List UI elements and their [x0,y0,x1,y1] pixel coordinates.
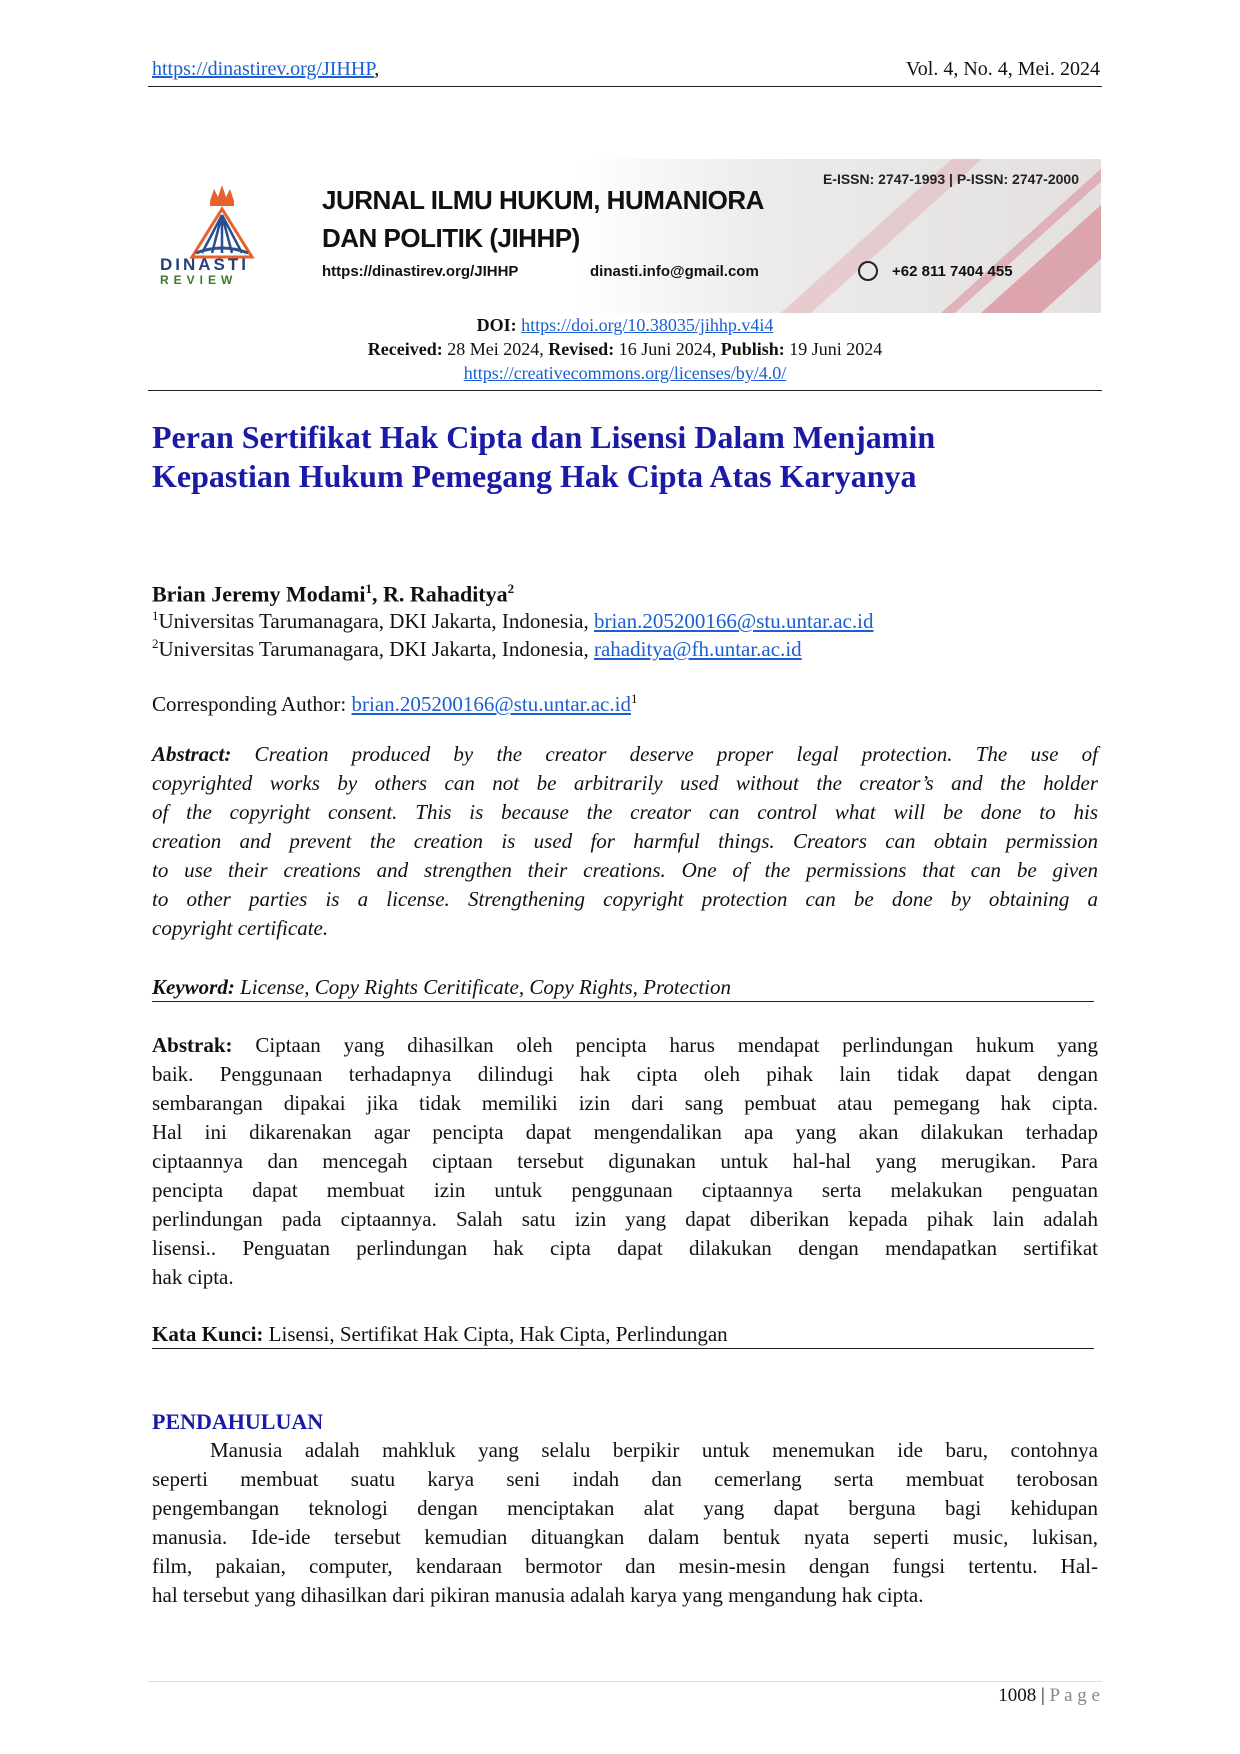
abstract-line: Abstract: Creation produced by the creat… [152,740,1098,769]
keywords-id: Kata Kunci: Lisensi, Sertifikat Hak Cipt… [152,1320,1094,1349]
corresponding-author: Corresponding Author: brian.205200166@st… [152,684,1098,719]
revised-label: Revised: [548,339,615,359]
doi-label: DOI: [476,315,517,335]
intro-line: pengembangan teknologi dengan menciptaka… [152,1496,1098,1520]
kata-kunci-label: Kata Kunci: [152,1322,264,1346]
aff1-email-link[interactable]: brian.205200166@stu.untar.ac.id [593,609,874,633]
abstract-en: Abstract: Creation produced by the creat… [152,740,1098,943]
journal-name-line1: JURNAL ILMU HUKUM, HUMANIORA [322,185,764,215]
dinasti-logo-icon [189,185,255,259]
journal-banner: DINASTI REVIEW E-ISSN: 2747-1993 | P-ISS… [152,159,1101,313]
page-number: 1008 | P a g e [998,1685,1100,1707]
received-date: 28 Mei 2024, [442,339,549,359]
aff1-sup: 1 [152,608,159,623]
keywords-en: Keyword: License, Copy Rights Ceritifica… [152,973,1094,1002]
author-list: Brian Jeremy Modami1, R. Rahaditya2 [152,574,1098,608]
abstract-line: copyright certificate. [152,916,329,940]
intro-line: Manusia adalah mahkluk yang selalu berpi… [210,1438,1098,1462]
author-2: R. Rahaditya [382,581,508,607]
abstrak-line: hak cipta. [152,1265,234,1289]
affiliation-1: 1Universitas Tarumanagara, DKI Jakarta, … [152,601,1098,636]
affiliation-2: 2Universitas Tarumanagara, DKI Jakarta, … [152,629,1098,664]
revised-date: 16 Juni 2024, [614,339,721,359]
abstract-label: Abstract: [152,742,232,766]
abstract-line: to other parties is a license. Strengthe… [152,887,1098,911]
logo-text-dinasti: DINASTI [160,255,249,274]
page-sep: | [1040,1685,1045,1706]
abstrak-text: Ciptaan yang dihasilkan oleh pencipta ha… [232,1033,1098,1057]
intro-paragraph: Manusia adalah mahkluk yang selalu berpi… [152,1436,1098,1610]
abstrak-line: pencipta dapat membuat izin untuk penggu… [152,1178,1098,1202]
abstract-line: of the copyright consent. This is becaus… [152,800,1098,824]
received-label: Received: [367,339,443,359]
publish-date: 19 Juni 2024 [784,339,883,359]
keyword-text: License, Copy Rights Ceritificate, Copy … [234,975,731,999]
journal-name: JURNAL ILMU HUKUM, HUMANIORA DAN POLITIK … [322,181,764,257]
banner-phone: +62 811 7404 455 [892,263,1013,280]
page-label: P a g e [1049,1685,1100,1706]
corr-label: Corresponding Author: [152,692,352,716]
publish-label: Publish: [720,339,785,359]
aff2-sup: 2 [152,636,159,651]
keyword-label: Keyword: [152,975,235,999]
author-1-sup: 1 [365,581,372,596]
aff1-text: Universitas Tarumanagara, DKI Jakarta, I… [158,609,594,633]
abstract-text: Creation produced by the creator deserve… [231,742,1098,766]
abstrak-id: Abstrak: Ciptaan yang dihasilkan oleh pe… [152,1031,1098,1292]
footer-rule [148,1681,1102,1682]
author-2-sup: 2 [507,581,515,596]
abstrak-label: Abstrak: [152,1033,233,1057]
license-link[interactable]: https://creativecommons.org/licenses/by/… [463,363,787,383]
intro-line: manusia. Ide-ide tersebut kemudian ditua… [152,1525,1098,1549]
abstract-line: creation and prevent the creation is use… [152,829,1098,853]
corr-email-link[interactable]: brian.205200166@stu.untar.ac.id [351,692,631,716]
abstract-line: copyrighted works by others can not be a… [152,771,1098,795]
title-line2: Kepastian Hukum Pemegang Hak Cipta Atas … [152,458,917,494]
doi-link[interactable]: https://doi.org/10.38035/jihhp.v4i4 [521,315,774,335]
license-line: https://creativecommons.org/licenses/by/… [148,363,1102,384]
aff2-text: Universitas Tarumanagara, DKI Jakarta, I… [158,637,594,661]
header-url-wrap: https://dinastirev.org/JIHHP, [152,58,379,81]
abstrak-line: Abstrak: Ciptaan yang dihasilkan oleh pe… [152,1031,1098,1060]
section-heading: PENDAHULUAN [152,1409,324,1434]
dates-line: Received: 28 Mei 2024, Revised: 16 Juni … [148,339,1102,360]
intro-line: hal tersebut yang dihasilkan dari pikira… [152,1583,924,1607]
title-line1: Peran Sertifikat Hak Cipta dan Lisensi D… [152,419,936,455]
header-rule [148,86,1102,87]
abstrak-line: ciptaannya dan mencegah ciptaan tersebut… [152,1149,1098,1173]
logo-text-review: REVIEW [160,273,238,287]
journal-name-line2: DAN POLITIK (JIHHP) [322,223,580,253]
abstrak-line: perlindungan pada ciptaannya. Salah satu… [152,1207,1098,1231]
aff2-email-link[interactable]: rahaditya@fh.untar.ac.id [593,637,802,661]
abstract-line: to use their creations and strengthen th… [152,858,1098,882]
banner-email: dinasti.info@gmail.com [590,263,759,280]
corr-sup: 1 [630,691,638,706]
abstrak-line: lisensi.. Penguatan perlindungan hak cip… [152,1236,1098,1260]
intro-line: film, pakaian, computer, kendaraan bermo… [152,1554,1098,1578]
whatsapp-icon [858,261,878,281]
kata-kunci-text: Lisensi, Sertifikat Hak Cipta, Hak Cipta… [263,1322,728,1346]
abstrak-line: sembarangan dipakai jika tidak memiliki … [152,1091,1098,1115]
doi-line: DOI: https://doi.org/10.38035/jihhp.v4i4 [148,315,1102,336]
author-1: Brian Jeremy Modami [152,581,366,607]
issn: E-ISSN: 2747-1993 | P-ISSN: 2747-2000 [822,171,1079,187]
abstrak-line: baik. Penggunaan terhadapnya dilindugi h… [152,1062,1098,1086]
header-volume: Vol. 4, No. 4, Mei. 2024 [905,58,1100,80]
author-sep: , [371,581,383,607]
banner-website: https://dinastirev.org/JIHHP [322,263,519,280]
page-num: 1008 [998,1685,1037,1706]
paper-title: Peran Sertifikat Hak Cipta dan Lisensi D… [152,418,935,496]
header-url-link[interactable]: https://dinastirev.org/JIHHP [152,58,375,80]
intro-line: seperti membuat suatu karya seni indah d… [152,1467,1098,1491]
header-url-suffix: , [374,58,380,80]
abstrak-line: Hal ini dikarenakan agar pencipta dapat … [152,1120,1098,1144]
meta-rule [148,390,1102,391]
